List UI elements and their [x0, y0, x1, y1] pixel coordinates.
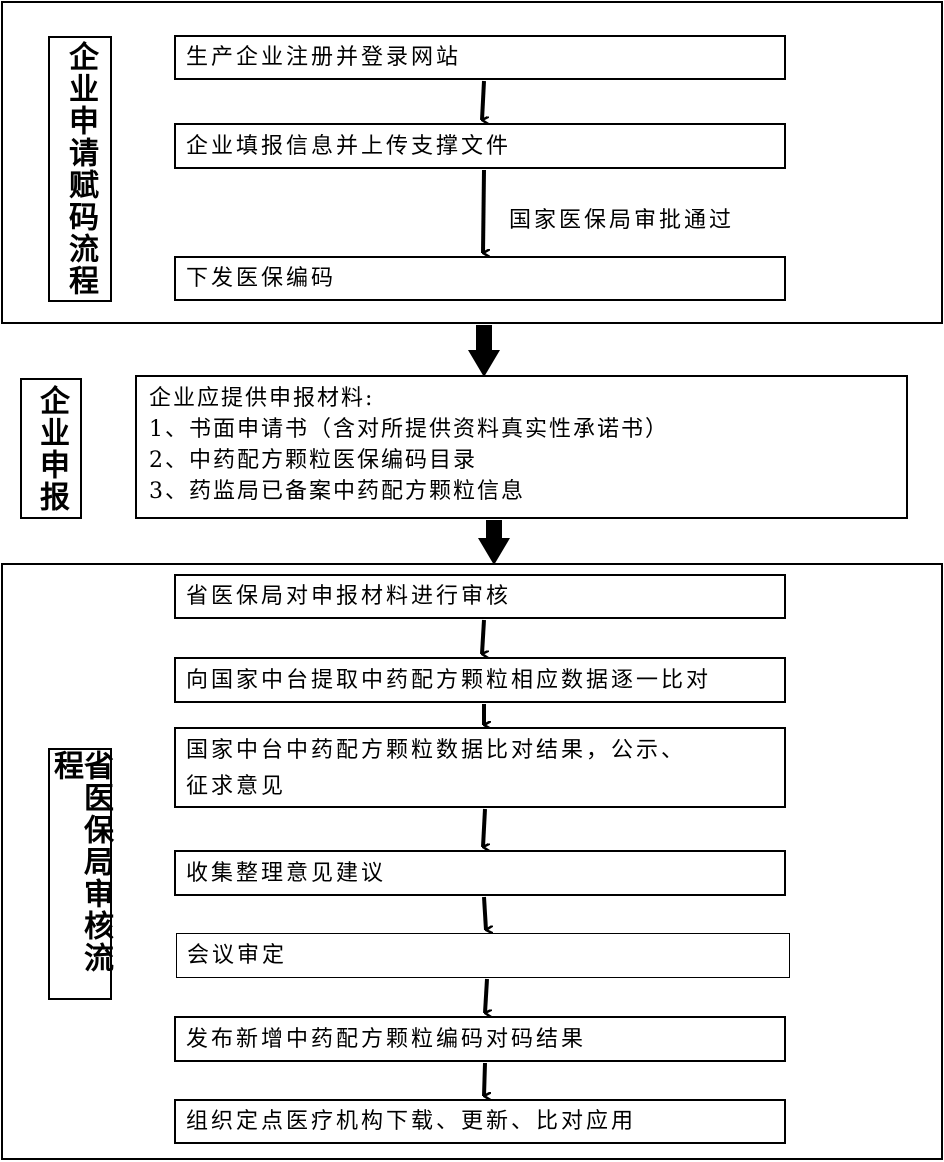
step-compare-data: 向国家中台提取中药配方颗粒相应数据逐一比对 [174, 657, 786, 703]
materials-item: 2、中药配方颗粒医保编码目录 [149, 448, 477, 473]
section-label-enterprise-code-application: 企业申请赋码流程 [48, 36, 112, 302]
section-label-enterprise-declaration: 企业申报 [20, 378, 82, 519]
materials-heading: 企业应提供申报材料: [149, 386, 375, 411]
arrow-meeting-to-results [483, 978, 487, 1013]
arrow-review-to-compare [480, 619, 484, 654]
step-publish-results: 发布新增中药配方颗粒编码对码结果 [174, 1016, 786, 1062]
arrow-register-to-fill [480, 80, 484, 120]
step-meeting-review: 会议审定 [176, 933, 790, 978]
block-arrow-down-1 [468, 325, 500, 377]
step-register-login: 生产企业注册并登录网站 [174, 35, 786, 80]
materials-item: 1、书面申请书（含对所提供资料真实性承诺书） [149, 417, 669, 442]
arrow-publish-to-collect [481, 808, 485, 847]
approval-note: 国家医保局审批通过 [509, 208, 735, 233]
arrow-collect-to-meeting [482, 896, 486, 930]
arrow-fill-to-issue [481, 169, 484, 253]
section-label-provincial-review: 省医保局审核流程 [48, 748, 113, 1000]
materials-box: 企业应提供申报材料: 1、书面申请书（含对所提供资料真实性承诺书） 2、中药配方… [135, 375, 908, 519]
block-arrow-down-2 [478, 520, 510, 565]
arrow-results-to-download [482, 1062, 485, 1096]
step-download-apply: 组织定点医疗机构下载、更新、比对应用 [174, 1099, 786, 1144]
step-collect-opinions: 收集整理意见建议 [174, 850, 786, 896]
step-publish-comparison: 国家中台中药配方颗粒数据比对结果，公示、 征求意见 [174, 727, 786, 808]
materials-item: 3、药监局已备案中药配方颗粒信息 [149, 479, 525, 504]
step-issue-code: 下发医保编码 [174, 256, 786, 301]
step-review-materials: 省医保局对申报材料进行审核 [174, 574, 786, 619]
step-fill-info-upload: 企业填报信息并上传支撑文件 [174, 123, 786, 169]
